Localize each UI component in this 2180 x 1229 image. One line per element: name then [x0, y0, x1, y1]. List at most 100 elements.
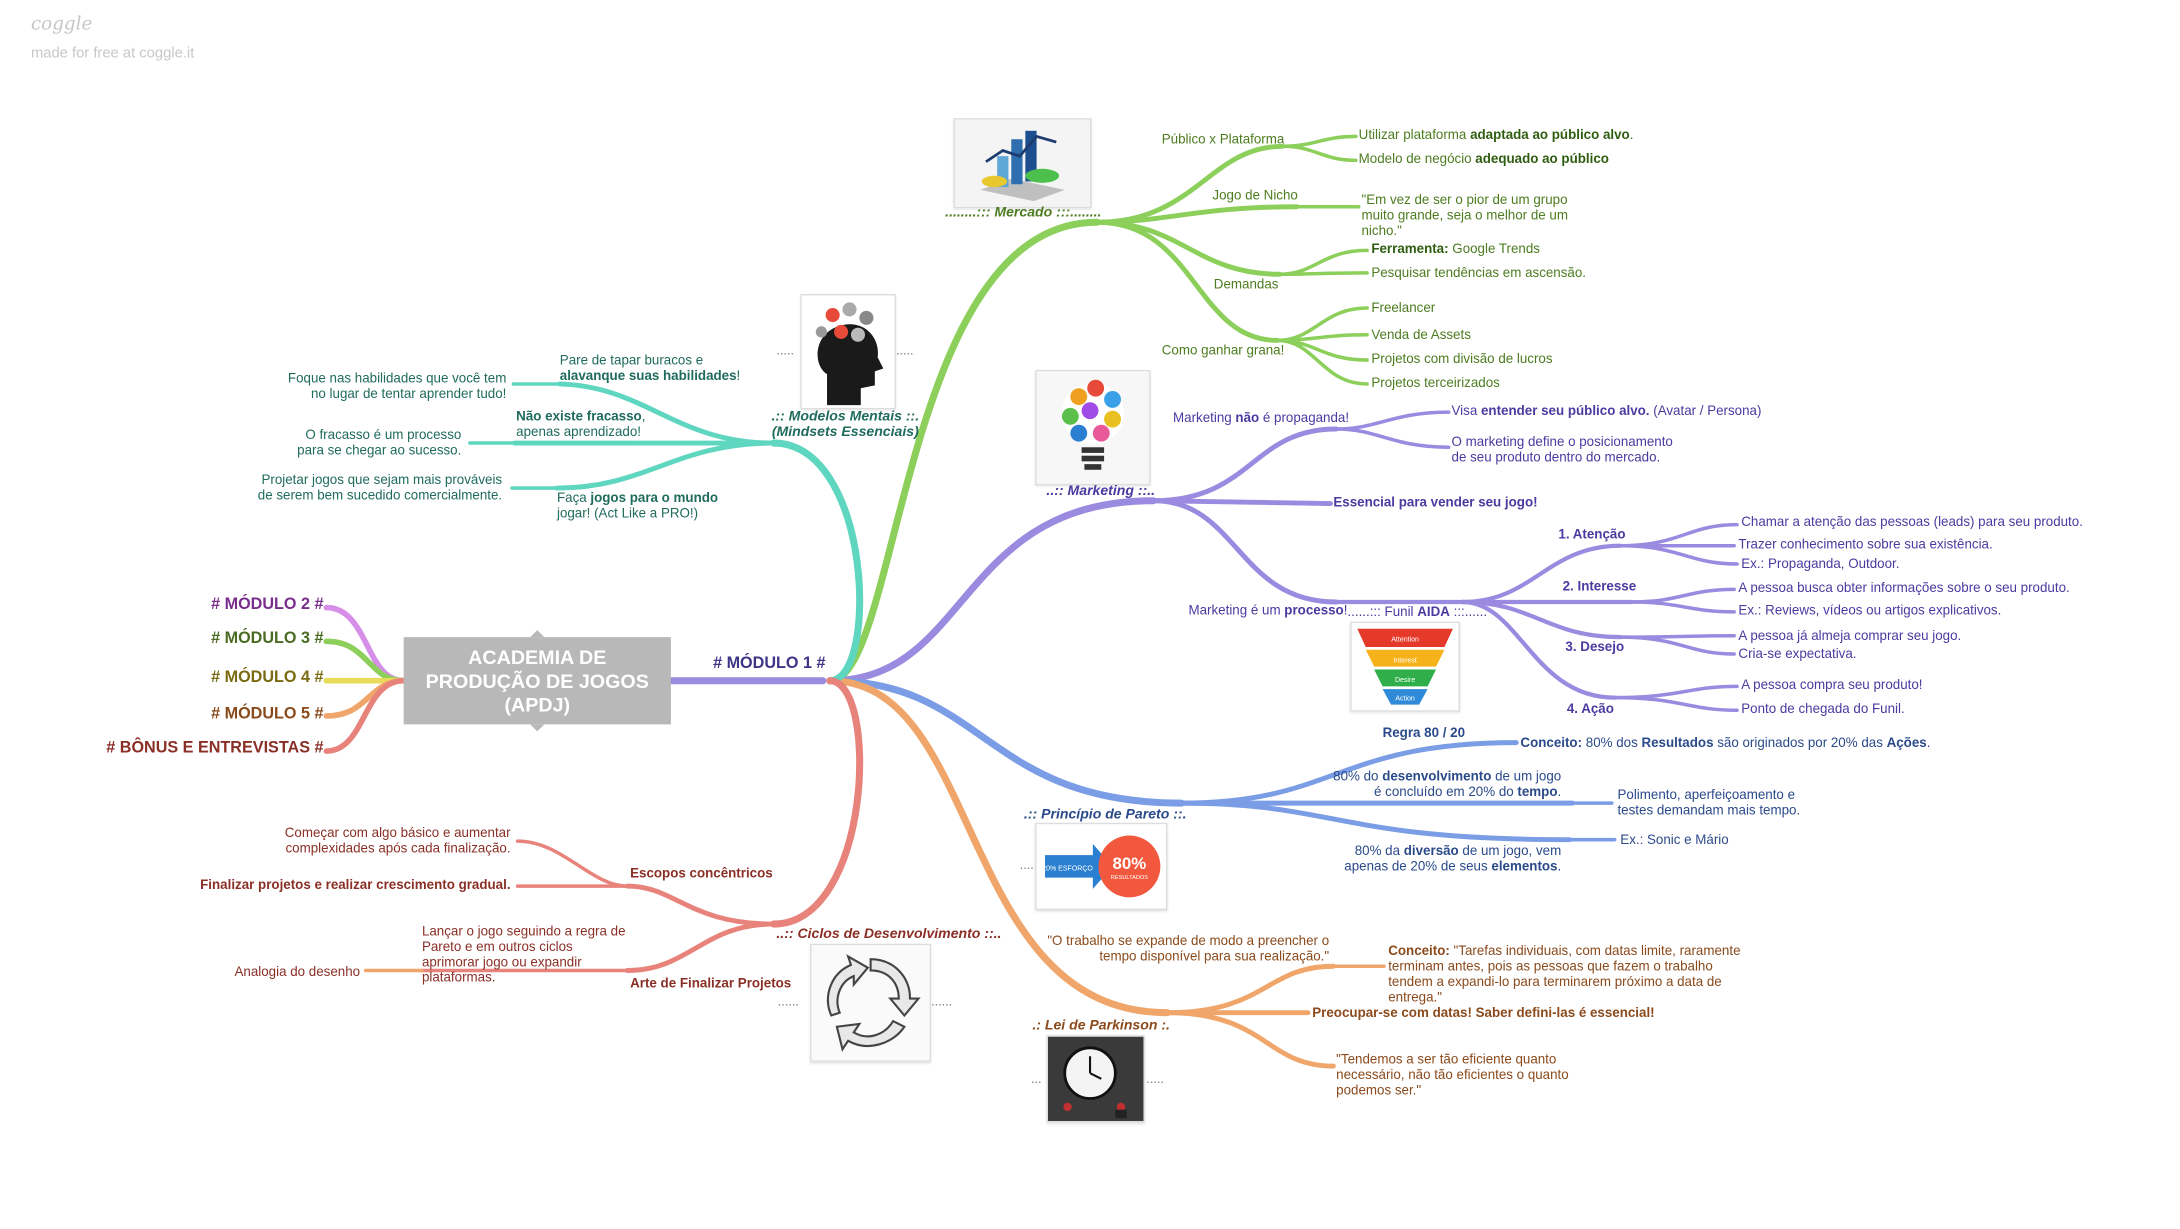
mindset-fracasso[interactable]: O fracasso é um processo para se chegar … [297, 427, 462, 459]
parkinson-quote[interactable]: "O trabalho se expande de modo a preench… [1047, 933, 1330, 965]
aida-atencao[interactable]: 1. Atenção [1558, 527, 1626, 543]
coggle-logo[interactable]: coggle [30, 14, 93, 36]
aida-desejo[interactable]: 3. Desejo [1565, 639, 1625, 656]
module-3-label[interactable]: # MÓDULO 3 # [211, 630, 324, 647]
visa-publico[interactable]: Visa entender seu público alvo. (Avatar … [1452, 404, 1762, 419]
funnel-letter: Desire [1395, 677, 1415, 684]
jogo-de-nicho[interactable]: Jogo de Nicho [1212, 188, 1298, 204]
parkinson-title[interactable]: .: Lei de Parkinson :. [1032, 1018, 1170, 1034]
publico-item-1[interactable]: Utilizar plataforma adaptada ao público … [1359, 128, 1634, 143]
parkinson-eficiente[interactable]: "Tendemos a ser tão eficiente quanto nec… [1336, 1052, 1569, 1099]
marketing-processo[interactable]: Marketing é um processo! [1188, 603, 1347, 618]
atencao-item[interactable]: Chamar a atenção das pessoas (leads) par… [1741, 514, 2083, 531]
parkinson-datas[interactable]: Preocupar-se com datas! Saber defini-las… [1312, 1005, 1655, 1022]
marketing-nao-propaganda[interactable]: Marketing não é propaganda! [1173, 411, 1349, 426]
mindset-buracos[interactable]: Pare de tapar buracos e alavanque suas h… [560, 353, 757, 384]
dev-end: . [1557, 784, 1562, 801]
ferramenta-label: Ferramenta: [1371, 241, 1449, 258]
root-title: ACADEMIA DE PRODUÇÃO DE JOGOS (APDJ) [425, 644, 649, 716]
mindsets-title[interactable]: .:: Modelos Mentais ::. (Mindsets Essenc… [771, 409, 920, 441]
desejo-item[interactable]: Cria-se expectativa. [1738, 646, 1857, 663]
dots: ..... [895, 343, 914, 358]
pareto-conceito[interactable]: Conceito: 80% dos Resultados são origina… [1520, 736, 1930, 751]
grana-item[interactable]: Projetos terceirizados [1371, 375, 1500, 392]
ciclos-basico[interactable]: Começar com algo básico e aumentar compl… [284, 825, 511, 857]
escopos-concentricos[interactable]: Escopos concêntricos [630, 866, 773, 882]
publico-item-1-text: Utilizar plataforma [1358, 127, 1471, 144]
marketing-title[interactable]: ..:: Marketing ::.. [1046, 483, 1156, 500]
acao-item[interactable]: Ponto de chegada do Funil. [1741, 701, 1905, 718]
aida-acao[interactable]: 4. Ação [1566, 701, 1614, 718]
demandas[interactable]: Demandas [1213, 277, 1279, 293]
desejo-item[interactable]: A pessoa já almeja comprar seu jogo. [1738, 628, 1962, 645]
marketing-define[interactable]: O marketing define o posicionamento de s… [1451, 434, 1673, 466]
grana-item[interactable]: Freelancer [1371, 300, 1436, 317]
bonus-label[interactable]: # BÔNUS E ENTREVISTAS # [106, 739, 324, 757]
parkinson-clock-image [1046, 1035, 1145, 1123]
dots: ...... [777, 994, 799, 1009]
visa-end: (Avatar / Persona) [1649, 403, 1762, 420]
buracos-bold: alavanque suas habilidades [559, 368, 737, 384]
pareto-img-left: 20% ESFORÇO [1042, 866, 1093, 873]
funnel-letter: Attention [1391, 636, 1419, 643]
pareto-polimento[interactable]: Polimento, aperfeiçoamento e testes dema… [1617, 787, 1801, 819]
parkinson-conceito[interactable]: Conceito: "Tarefas individuais, com data… [1388, 944, 1747, 1006]
pareto-conceito-label: Conceito: [1520, 735, 1583, 752]
ciclos-finalizar[interactable]: Finalizar projetos e realizar cresciment… [200, 877, 511, 894]
processo-end: ! [1343, 603, 1348, 619]
root-node[interactable]: ACADEMIA DE PRODUÇÃO DE JOGOS (APDJ) [403, 630, 671, 732]
mindset-habilidades[interactable]: Foque nas habilidades que você tem no lu… [287, 371, 507, 403]
publico-item-1-end: . [1629, 127, 1634, 144]
funnel-aida-image: Attention Interest Desire Action [1350, 621, 1460, 712]
interesse-item[interactable]: A pessoa busca obter informações sobre o… [1738, 580, 2070, 597]
grana-item[interactable]: Projetos com divisão de lucros [1371, 351, 1553, 368]
analogia-desenho[interactable]: Analogia do desenho [234, 964, 361, 981]
pareto-title[interactable]: .:: Princípio de Pareto ::. [1023, 807, 1187, 823]
nao-comma: , [641, 409, 646, 425]
ferramenta[interactable]: Ferramenta: Google Trends [1371, 242, 1540, 257]
pareto-exemplo[interactable]: Ex.: Sonic e Mário [1620, 832, 1729, 849]
pareto-desenvolvimento[interactable]: 80% do desenvolvimento de um jogo é conc… [1322, 769, 1561, 800]
mercado-title[interactable]: ........::: Mercado :::........ [945, 205, 1102, 221]
grana-item[interactable]: Venda de Assets [1371, 327, 1471, 344]
pesquisar-tendencias[interactable]: Pesquisar tendências em ascensão. [1371, 265, 1587, 282]
module-5-label[interactable]: # MÓDULO 5 # [211, 706, 324, 723]
funil-aida-title[interactable]: ......::: Funil AIDA :::...... [1347, 605, 1487, 620]
module-1-label[interactable]: # MÓDULO 1 # [713, 655, 826, 673]
pareto-conceito-text2: são originados por 20% das [1713, 735, 1887, 752]
funnel-letter: Interest [1393, 657, 1416, 664]
module-4-label[interactable]: # MÓDULO 4 # [211, 669, 324, 687]
publico-item-2-bold: adequado ao público [1475, 151, 1609, 168]
parkinson-conceito-label: Conceito: [1388, 943, 1450, 960]
pareto-conceito-bold: Resultados [1641, 735, 1714, 752]
publico-item-2[interactable]: Modelo de negócio adequado ao público [1359, 152, 1609, 167]
essencial-vender[interactable]: Essencial para vender seu jogo! [1333, 495, 1538, 511]
module-2-label[interactable]: # MÓDULO 2 # [211, 596, 324, 614]
atencao-item[interactable]: Trazer conhecimento sobre sua existência… [1738, 537, 1993, 553]
ciclos-lancar[interactable]: Lançar o jogo seguindo a regra de Pareto… [421, 924, 626, 986]
coggle-tagline[interactable]: made for free at coggle.it [30, 45, 195, 62]
como-ganhar-grana[interactable]: Como ganhar grana! [1161, 343, 1285, 359]
mindset-comercial[interactable]: Projetar jogos que sejam mais prováveis … [257, 472, 503, 504]
visa-text: Visa [1451, 403, 1481, 420]
publico-plataforma[interactable]: Público x Plataforma [1161, 132, 1285, 148]
acao-item[interactable]: A pessoa compra seu produto! [1741, 677, 1923, 694]
mindset-jogos-mundo[interactable]: Faça jogos para o mundo jogar! (Act Like… [557, 491, 754, 522]
dots: ..... [1146, 1071, 1164, 1086]
propaganda-text: Marketing [1173, 410, 1236, 427]
funnel-letter: Action [1395, 695, 1415, 702]
mindset-nao-existe-fracasso[interactable]: Não existe fracasso, apenas aprendizado! [516, 409, 671, 440]
pareto-conceito-end: . [1926, 735, 1931, 752]
aida-interesse[interactable]: 2. Interesse [1562, 579, 1637, 595]
interesse-item[interactable]: Ex.: Reviews, vídeos ou artigos explicat… [1738, 603, 2002, 619]
dev-text: 80% do [1333, 769, 1383, 785]
arte-finalizar-projetos[interactable]: Arte de Finalizar Projetos [630, 976, 792, 992]
pareto-diversao[interactable]: 80% da diversão de um jogo, vem apenas d… [1336, 844, 1561, 875]
atencao-item[interactable]: Ex.: Propaganda, Outdoor. [1741, 556, 1900, 573]
regra-80-20[interactable]: Regra 80 / 20 [1382, 725, 1466, 742]
funil-text: ......::: Funil [1347, 604, 1418, 621]
ciclos-title[interactable]: ..:: Ciclos de Desenvolvimento ::.. [776, 926, 1002, 943]
nicho-quote[interactable]: "Em vez de ser o pior de um grupo muito … [1361, 192, 1568, 240]
dots: ...... [931, 994, 953, 1009]
